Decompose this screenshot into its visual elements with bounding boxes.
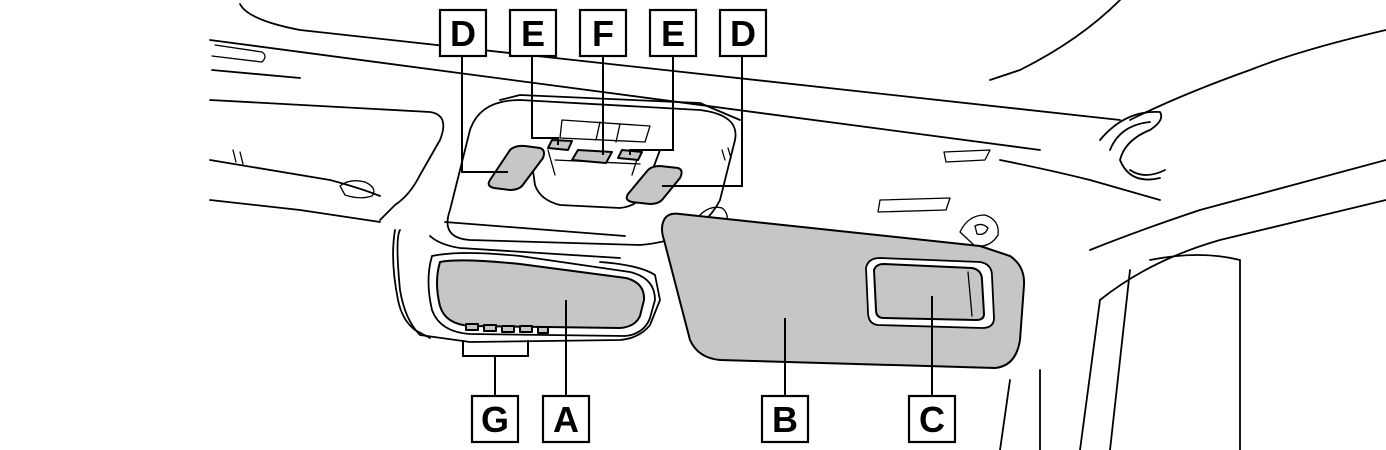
label-D-left-text: D <box>450 13 476 54</box>
leader-lines <box>461 55 933 396</box>
label-A-text: A <box>553 399 579 440</box>
headliner-outline <box>209 0 1386 450</box>
map-light-left <box>487 144 545 191</box>
label-F: F <box>578 8 628 58</box>
map-light-right <box>625 165 683 205</box>
rear-view-mirror <box>396 229 661 343</box>
label-C: C <box>907 394 957 444</box>
label-E-right-text: E <box>661 13 685 54</box>
label-B-text: B <box>772 399 798 440</box>
sun-visor <box>661 206 1026 369</box>
label-E-left: E <box>508 8 558 58</box>
label-G-text: G <box>481 399 509 440</box>
label-E-left-text: E <box>521 13 545 54</box>
label-A: A <box>541 394 591 444</box>
door-position-switch <box>571 149 613 164</box>
overhead-console <box>429 94 741 259</box>
label-B: B <box>760 394 810 444</box>
light-button-left <box>547 139 573 151</box>
label-F-text: F <box>592 13 614 54</box>
label-C-text: C <box>919 399 945 440</box>
label-D-right: D <box>718 8 768 58</box>
label-D-left: D <box>438 8 488 58</box>
vanity-mirror <box>873 263 985 321</box>
label-G: G <box>470 394 520 444</box>
label-D-right-text: D <box>730 13 756 54</box>
label-E-right: E <box>648 8 698 58</box>
